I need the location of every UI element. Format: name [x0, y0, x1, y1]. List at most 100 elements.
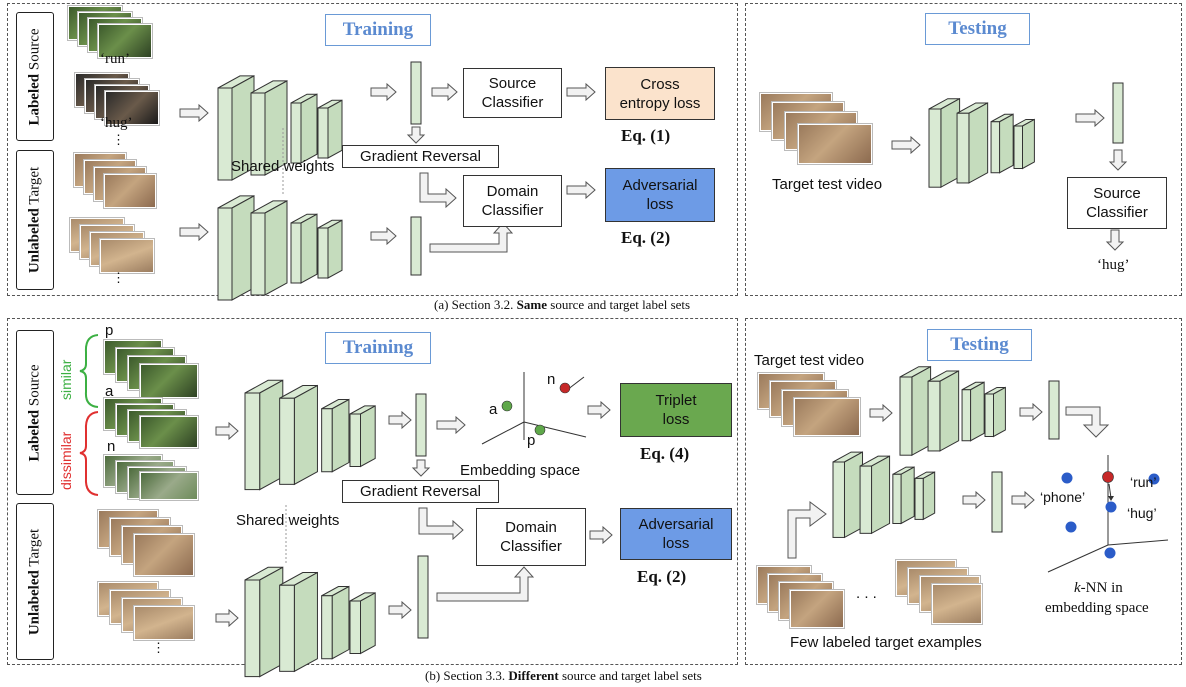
caption-a-bold: Same	[516, 297, 548, 312]
arrow-right-icon	[1019, 402, 1043, 422]
caption-a: (a) Section 3.2. Same source and target …	[434, 297, 690, 313]
positive-point	[534, 424, 546, 436]
bottom-target-net-layer1-front	[244, 579, 261, 678]
domain-classifier-box: Domain Classifier	[463, 175, 562, 227]
source-word: Source	[26, 363, 43, 410]
phone-point	[1061, 472, 1073, 484]
equation-2: Eq. (2)	[621, 228, 671, 247]
unlabeled-word: Unlabeled	[26, 208, 43, 274]
gradient-reversal-box: Gradient Reversal	[342, 480, 499, 503]
arrow-right-icon	[1075, 108, 1105, 128]
video-frame	[140, 416, 198, 448]
arrow-right-icon	[566, 180, 596, 200]
bottom-test-net-1-layer1-front	[899, 376, 913, 456]
embedding-space-label: Embedding space	[460, 462, 581, 479]
test-source-classifier-line1: Source	[1093, 185, 1141, 202]
bottom-test-net-2-layer4-side	[922, 471, 936, 521]
arrow-down-icon	[406, 126, 426, 144]
test-net-layer1-front	[928, 108, 942, 188]
caption-a-post: source and target label sets	[547, 297, 691, 312]
video-frame	[100, 239, 154, 273]
top-source-net-layer2-front	[250, 92, 266, 176]
top-testing-panel	[745, 3, 1182, 296]
gradient-reversal-text: Gradient Reversal	[360, 148, 481, 165]
top-testing-title: Testing	[925, 13, 1030, 45]
equation-2: Eq. (2)	[637, 567, 687, 586]
labeled-word: Labeled	[26, 73, 43, 126]
adversarial-line1: Adversarial	[638, 516, 714, 533]
top-training-panel	[7, 3, 738, 296]
bent-arrow-icon	[436, 566, 535, 602]
arrow-right-icon	[566, 82, 596, 102]
top-target-net-layer2-front	[250, 212, 266, 296]
bottom-target-net-layer4-front	[349, 600, 361, 654]
bottom-test-net-1-layer3-side	[970, 381, 985, 442]
bottom-test-net-1-layer2-side	[939, 370, 960, 452]
caption-a-pre: (a) Section 3.2.	[434, 297, 517, 312]
bottom-testing-title: Testing	[927, 329, 1032, 361]
arrow-right-icon	[179, 222, 209, 242]
knn-label-line2: embedding space	[1045, 600, 1149, 616]
label-phone: ‘phone’	[1040, 489, 1086, 505]
bottom-source-net-layer3-front	[321, 408, 333, 473]
similar-brace	[79, 334, 99, 408]
adversarial-loss-box: Adversarial loss	[605, 168, 715, 222]
caption-b: (b) Section 3.3. Different source and ta…	[425, 668, 702, 684]
fc-layer	[415, 393, 427, 457]
top-source-net-layer4-front	[317, 107, 329, 159]
bottom-test-net-1-layer4-front	[984, 393, 994, 437]
arrow-right-icon	[388, 410, 412, 430]
arrow-right-icon	[215, 421, 239, 441]
video-frame	[134, 534, 194, 576]
domain-classifier-line1: Domain	[505, 519, 557, 536]
bottom-test-net-2-layer1-front	[832, 461, 845, 538]
top-target-net-layer4-front	[317, 227, 329, 279]
label-run: ‘run’	[1130, 474, 1157, 490]
caption-b-pre: (b) Section 3.3.	[425, 668, 509, 683]
bottom-source-net-layer3-side	[331, 398, 350, 473]
arrow-right-icon	[370, 226, 397, 246]
labeled-word: Labeled	[26, 409, 43, 462]
nn-arrow	[1108, 483, 1112, 499]
target-test-video-label: Target test video	[772, 176, 883, 193]
bottom-training-title: Training	[325, 332, 431, 364]
top-training-title: Training	[325, 14, 431, 46]
video-frame	[798, 124, 872, 164]
video-frame	[790, 590, 844, 628]
embedding-point-label-p: p	[527, 432, 536, 449]
source-word: Source	[26, 27, 43, 74]
bottom-test-net-1-layer4-side	[993, 386, 1006, 438]
domain-classifier-line2: Classifier	[500, 538, 562, 555]
nn-arrow-head	[1108, 496, 1114, 501]
top-source-net-layer3-side	[300, 93, 318, 164]
label-run: ‘run’	[100, 51, 130, 67]
bottom-target-net-layer2-front	[279, 584, 295, 672]
bottom-test-net-2-layer3-front	[892, 473, 902, 524]
target-word: Target	[26, 528, 43, 570]
arrow-right-icon	[179, 103, 209, 123]
axis-line	[1107, 539, 1169, 546]
bottom-source-net-layer2-side	[293, 384, 318, 486]
dissimilar-brace	[79, 411, 99, 496]
adversarial-line1: Adversarial	[622, 177, 698, 194]
source-classifier-box: Source Classifier	[463, 68, 562, 118]
test-net-layer4-side	[1022, 118, 1035, 170]
adversarial-loss-box: Adversarial loss	[620, 508, 732, 560]
domain-classifier-box: Domain Classifier	[476, 508, 586, 566]
arrow-right-icon	[436, 415, 466, 435]
bottom-test-net-1-layer3-front	[961, 389, 972, 442]
top-target-net-layer2-side	[264, 200, 288, 296]
axis-line	[481, 421, 525, 445]
top-unlabeled-target-label: Unlabeled Target	[16, 150, 54, 290]
fc-layer	[991, 471, 1003, 533]
cross-entropy-loss-box: Cross entropy loss	[605, 67, 715, 120]
hug-point	[1105, 501, 1117, 513]
bent-arrow-icon	[787, 501, 827, 559]
video-frame	[140, 472, 198, 500]
clip-label-n: n	[107, 438, 116, 455]
embedding-point	[1104, 547, 1116, 559]
top-labeled-source-label: Labeled Source	[16, 12, 54, 141]
axis-line	[1047, 544, 1109, 573]
fc-layer	[417, 555, 429, 639]
